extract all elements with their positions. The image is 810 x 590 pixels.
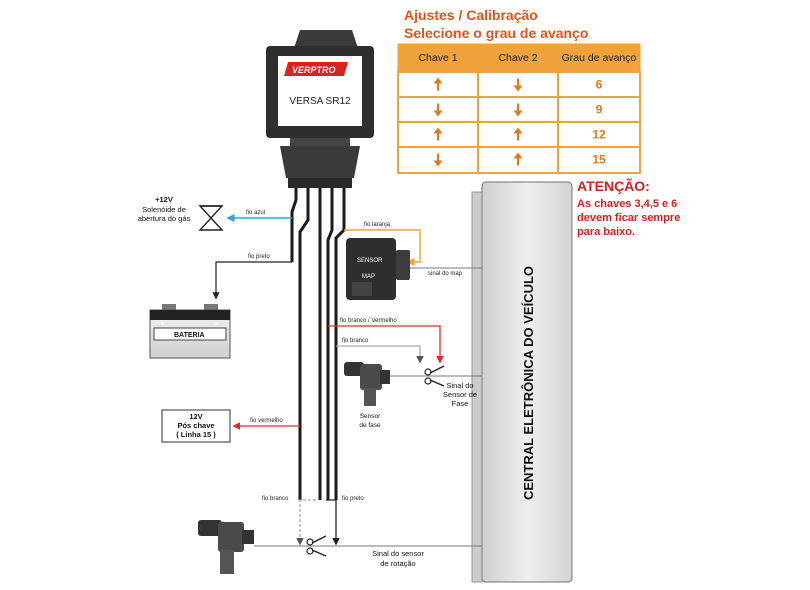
chave1-up-arrow-icon [433, 77, 443, 91]
scissors-rotacao-icon [306, 535, 327, 557]
wire-preto-rotacao [326, 499, 340, 546]
power-label-3: ( Linha 15 ) [176, 430, 216, 439]
wire-branco-rot-label: fio branco [262, 496, 289, 502]
phase-sensor-label-1: Sensor [360, 413, 381, 420]
chave2-up-arrow-icon [513, 152, 523, 166]
wire-laranja [344, 229, 421, 267]
wire-harness [290, 188, 346, 500]
table-header-chave2: Chave 2 [498, 52, 537, 64]
power-label-2: Pós chave [177, 421, 214, 430]
table-cell-grau: 6 [596, 78, 603, 92]
table-header-chave1: Chave 1 [418, 52, 457, 64]
table-cell-grau: 15 [592, 153, 606, 167]
scissors-icon [424, 365, 445, 387]
wire-preto-label: fio preto [248, 254, 270, 260]
phase-sensor-label-2: de fase [359, 422, 381, 429]
battery: + − BATERIA [149, 304, 231, 359]
sinal-rotacao-label-2: de rotação [380, 559, 415, 568]
table-header-grau: Grau de avanço [562, 52, 637, 64]
phase-sensor [344, 362, 390, 406]
wire-vermelho-label: fio vermelho [250, 418, 283, 424]
wire-preto-rot-label: fio preto [342, 496, 364, 502]
sinal-map-label: sinal do map [428, 271, 463, 277]
device-brand: VERPTRO [292, 65, 336, 75]
solenoid-label-1: +12V [155, 195, 173, 204]
ecu-label: CENTRAL ELETRÔNICA DO VEÍCULO [521, 266, 536, 500]
power-12v-box: 12V Pós chave ( Linha 15 ) [161, 409, 231, 443]
table-cell-grau: 12 [592, 128, 606, 142]
battery-label: BATERIA [174, 332, 205, 339]
wire-laranja-label: fio laranja [364, 222, 391, 228]
sinal-fase-label-2: Sensor de [443, 390, 477, 399]
sinal-rotacao-label-1: Sinal do sensor [372, 549, 424, 558]
sinal-fase-label-3: Fase [452, 399, 469, 408]
wire-branco-vermelho-label: fio branco / Vermelho [340, 318, 397, 324]
wire-branco-rotacao [296, 499, 316, 546]
power-label-1: 12V [189, 412, 202, 421]
header-title: Ajustes / Calibração [404, 7, 538, 23]
map-sensor-label-1: SENSOR [357, 258, 383, 264]
warning-line-2: devem ficar sempre [577, 212, 680, 224]
wire-branco-vermelho [328, 325, 444, 364]
battery-plus: + [160, 319, 165, 328]
sinal-fase-label-1: Sinal do [446, 381, 473, 390]
chave2-down-arrow-icon [513, 78, 523, 92]
wire-azul-label: fio azul [246, 210, 265, 216]
rotation-sensor [198, 520, 254, 574]
warning-line-1: As chaves 3,4,5 e 6 [577, 198, 677, 210]
solenoid-valve-icon [198, 205, 224, 231]
warning-title: ATENÇÃO: [577, 177, 650, 194]
table-cell-grau: 9 [596, 103, 603, 117]
chave1-up-arrow-icon [433, 127, 443, 141]
device-model: VERSA SR12 [289, 96, 351, 107]
wire-branco-fase [336, 345, 424, 364]
wire-branco-fase-label: fio branco [342, 338, 369, 344]
wire-preto-bateria [212, 261, 292, 300]
chave1-down-arrow-icon [433, 153, 443, 167]
chave1-down-arrow-icon [433, 103, 443, 117]
ecu-block: CENTRAL ELETRÔNICA DO VEÍCULO [471, 181, 573, 583]
solenoid-label-2: Solenóide de [142, 205, 186, 214]
solenoid-label-3: abertura do gás [138, 214, 191, 223]
header-subtitle: Selecione o grau de avanço [404, 25, 588, 41]
map-sensor: SENSOR MAP [346, 238, 410, 300]
battery-minus: − [214, 319, 219, 328]
map-sensor-label-2: MAP [362, 274, 375, 280]
warning-line-3: para baixo. [577, 226, 635, 238]
chave2-up-arrow-icon [513, 127, 523, 141]
chave2-down-arrow-icon [513, 103, 523, 117]
versa-device: VERPTRO VERSA SR12 [266, 30, 374, 188]
calibration-table: Chave 1 Chave 2 Grau de avanço 6 9 12 15 [397, 43, 641, 174]
